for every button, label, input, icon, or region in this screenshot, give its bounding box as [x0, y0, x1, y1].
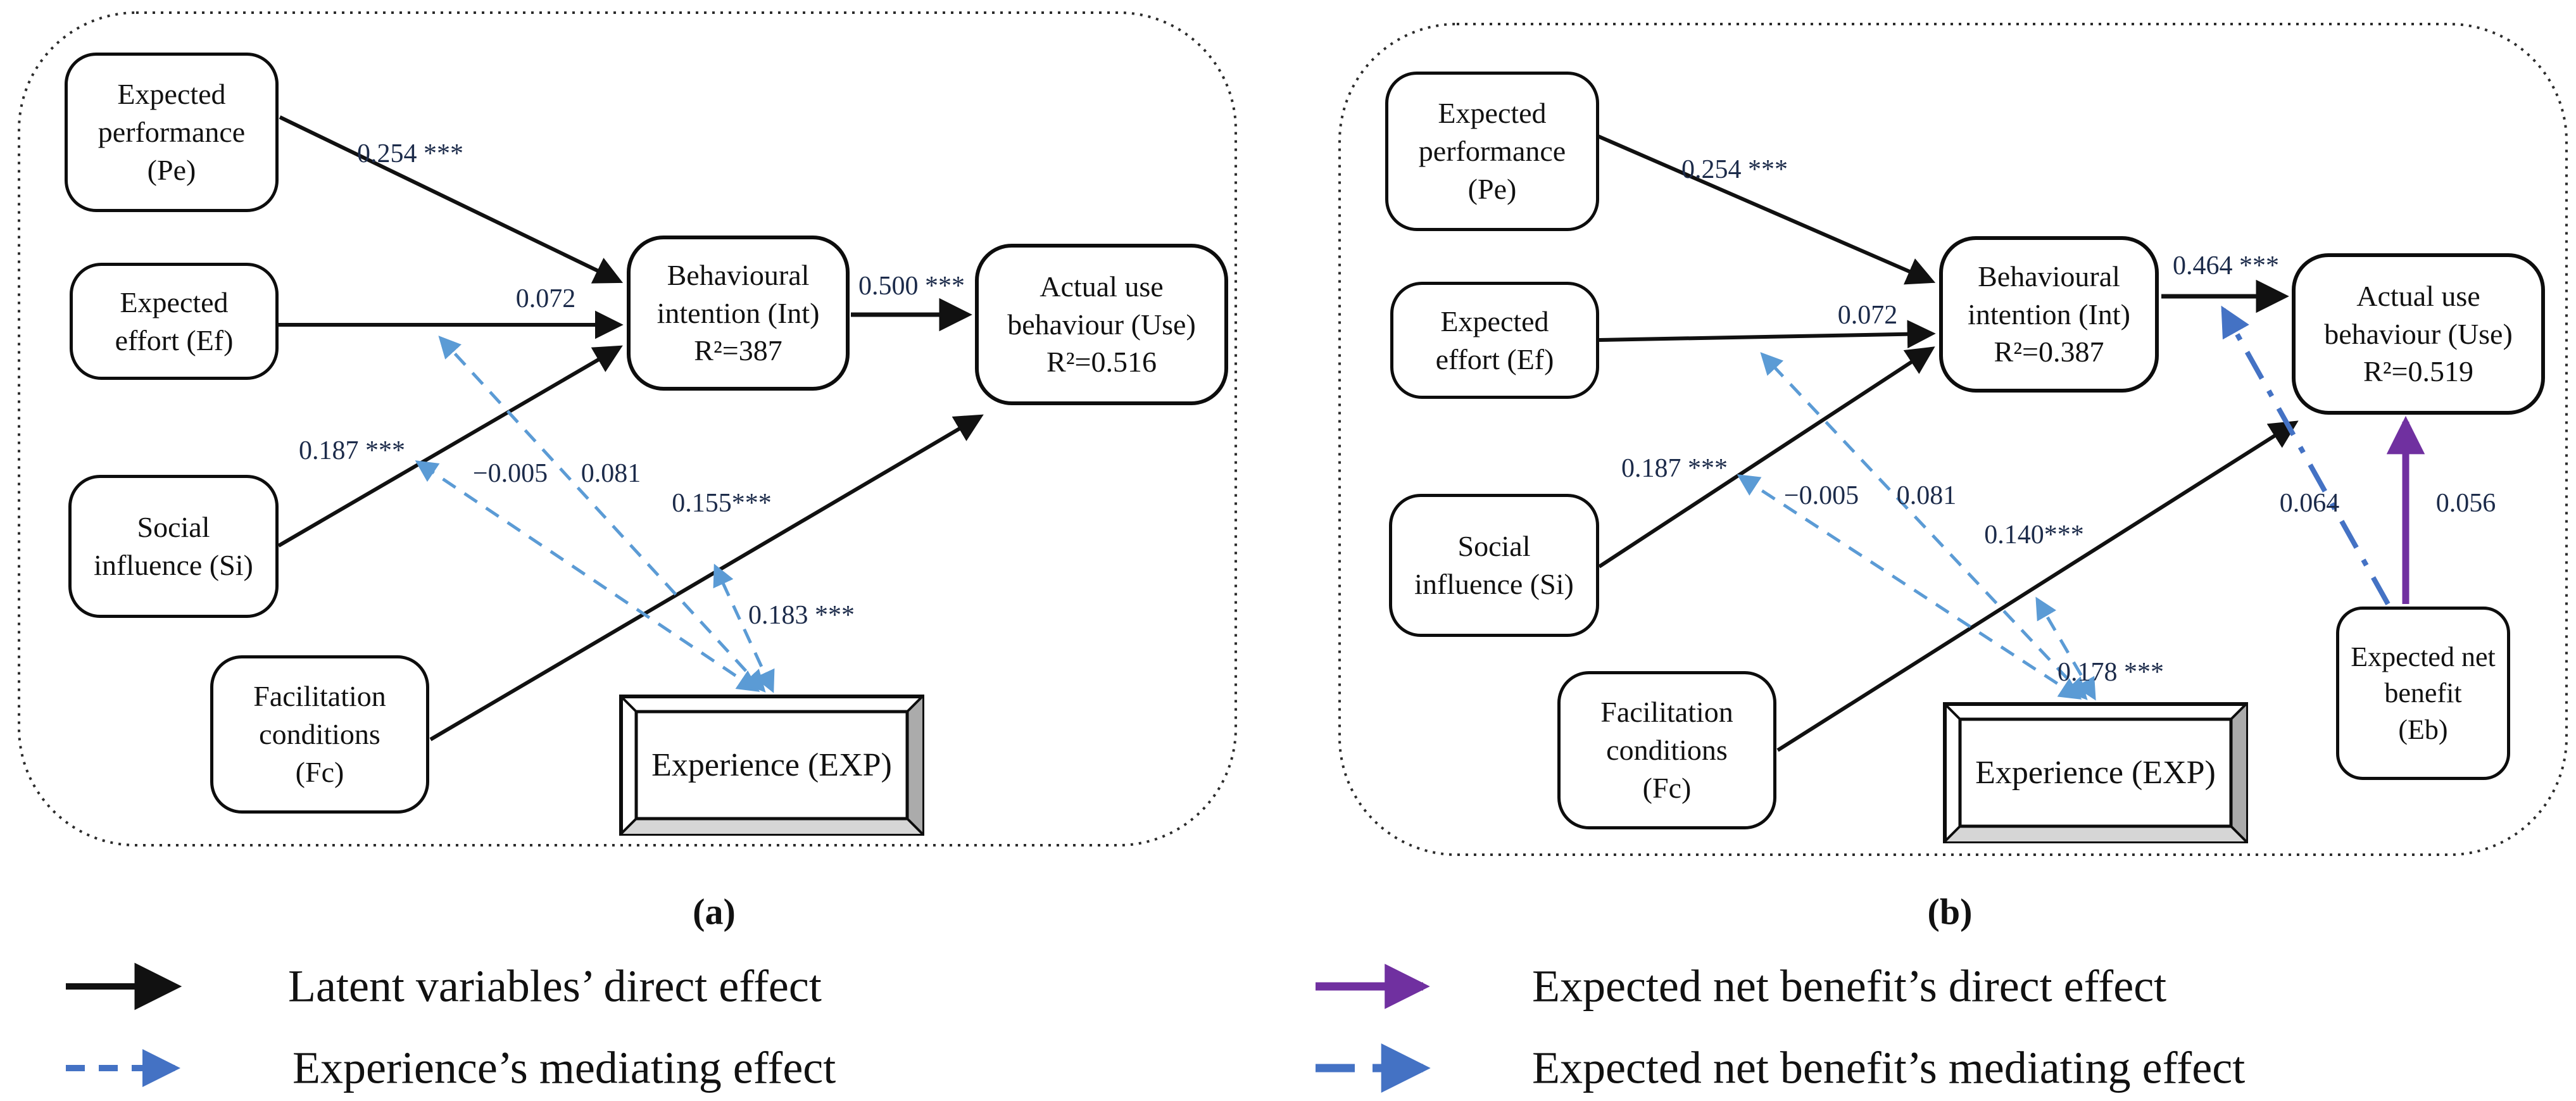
node-expected-performance-a: Expected performance (Pe) [65, 53, 279, 212]
node-expected-effort-b: Expected effort (Ef) [1390, 282, 1599, 399]
panel-a-border [18, 11, 1237, 846]
mediation-exp-ef-b [1760, 352, 2088, 700]
node-experience-b: Experience (EXP) [1975, 755, 2216, 791]
coef-pe-int-b: 0.254 *** [1681, 155, 1788, 184]
mediation-exp-fc-a [713, 563, 775, 693]
coef-exp-ef-b: 0.081 [1896, 481, 1957, 510]
coef-int-use-a: 0.500 *** [858, 272, 965, 301]
coef-si-int-b: 0.187 *** [1621, 454, 1728, 483]
coef-exp-si-a: −0.005 [472, 459, 548, 488]
coef-ef-int-a: 0.072 [515, 284, 576, 313]
node-behavioural-intention-a: Behavioural intention (Int) R²=387 [627, 236, 850, 391]
node-label-line: performance [97, 116, 246, 149]
node-expected-effort-a: Expected effort (Ef) [70, 263, 279, 380]
node-r2-value: R²=387 [694, 334, 782, 367]
coef-si-int-a: 0.187 *** [299, 436, 405, 465]
node-label-line: intention (Int) [657, 296, 820, 329]
node-label-line: influence (Si) [1414, 568, 1574, 600]
node-label-line: conditions [259, 718, 380, 751]
node-expected-net-benefit-b: Expected net benefit (Eb) [2336, 607, 2510, 780]
coef-exp-fc-a: 0.183 *** [748, 601, 855, 630]
node-facilitation-conditions-a: Facilitation conditions (Fc) [210, 655, 429, 814]
node-label-line: (Fc) [1642, 771, 1692, 804]
node-label-line: (Pe) [1467, 172, 1517, 205]
legend-net-benefit-direct: Expected net benefit’s direct effect [1532, 960, 2167, 1012]
legend-latent-direct-effect: Latent variables’ direct effect [288, 960, 822, 1012]
node-facilitation-conditions-b: Facilitation conditions (Fc) [1557, 671, 1776, 829]
node-social-influence-b: Social influence (Si) [1389, 494, 1599, 637]
node-label-line: Actual use [1040, 270, 1164, 303]
node-actual-use-a: Actual use behaviour (Use) R²=0.516 [975, 244, 1228, 405]
node-label-line: Expected [1438, 97, 1547, 130]
node-label-line: (Pe) [147, 153, 196, 186]
node-expected-performance-b: Expected performance (Pe) [1385, 72, 1599, 231]
node-social-influence-a: Social influence (Si) [68, 475, 279, 618]
node-actual-use-b: Actual use behaviour (Use) R²=0.519 [2292, 253, 2545, 415]
node-label-line: conditions [1606, 734, 1728, 767]
node-label-line: Actual use [2356, 279, 2480, 312]
coef-exp-si-b: −0.005 [1783, 481, 1859, 510]
path-fc-use-b [1776, 420, 2299, 752]
node-label-line: behaviour (Use) [1007, 308, 1196, 341]
coef-int-use-b: 0.464 *** [2173, 251, 2279, 280]
panel-b-caption: (b) [1927, 891, 1973, 933]
coef-exp-ef-a: 0.081 [581, 459, 641, 488]
node-label-line: Facilitation [1600, 696, 1733, 729]
node-label-line: Expected [1440, 305, 1549, 337]
node-label-line: benefit [2384, 677, 2462, 709]
node-label-line: Expected [120, 286, 229, 318]
coef-fc-use-a: 0.155*** [672, 489, 772, 518]
legend-experience-mediating: Experience’s mediating effect [292, 1042, 836, 1093]
node-r2-value: R²=0.387 [1994, 336, 2104, 368]
node-label-line: influence (Si) [94, 549, 253, 581]
path-ef-int-b [1599, 320, 1936, 349]
node-label-line: Behavioural [1978, 260, 2120, 293]
mediation-eb-intuse-b [2221, 305, 2391, 605]
node-label-line: Expected net [2351, 641, 2496, 673]
coef-pe-int-a: 0.254 *** [357, 139, 463, 168]
node-label-line: effort (Ef) [1435, 343, 1554, 375]
path-pe-int-b [1597, 134, 1936, 285]
node-label-line: effort (Ef) [115, 324, 234, 356]
node-label-line: (Eb) [2398, 714, 2448, 745]
node-label-line: Social [137, 511, 210, 544]
node-label-line: (Fc) [295, 755, 344, 788]
path-pe-int-a [279, 115, 624, 284]
mediation-exp-ef-a [438, 336, 766, 693]
coef-exp-fc-b: 0.178 *** [2058, 658, 2164, 687]
legend-net-benefit-mediating: Expected net benefit’s mediating effect [1532, 1042, 2246, 1093]
node-r2-value: R²=0.516 [1046, 346, 1157, 379]
node-label-line: Expected [117, 78, 226, 111]
coef-eb-use-b: 0.056 [2435, 489, 2496, 518]
node-label-line: intention (Int) [1968, 298, 2130, 330]
node-experience-a: Experience (EXP) [651, 747, 892, 783]
coef-fc-use-b: 0.140*** [1984, 520, 2084, 550]
node-r2-value: R²=0.519 [2363, 355, 2473, 388]
node-label-line: Behavioural [667, 258, 810, 291]
coef-eb-intuse-b: 0.064 [2279, 489, 2340, 518]
node-label-line: behaviour (Use) [2324, 317, 2513, 350]
node-label-line: performance [1418, 135, 1566, 168]
panel-a-caption: (a) [693, 891, 736, 933]
experience-box-a [619, 695, 924, 836]
mediation-exp-fc-b [2035, 596, 2096, 701]
node-behavioural-intention-b: Behavioural intention (Int) R²=0.387 [1939, 236, 2159, 393]
panel-b-border [1338, 23, 2568, 856]
node-label-line: Facilitation [253, 680, 386, 713]
coef-ef-int-b: 0.072 [1837, 301, 1898, 330]
node-label-line: Social [1457, 530, 1531, 563]
experience-box-b [1943, 702, 2248, 843]
